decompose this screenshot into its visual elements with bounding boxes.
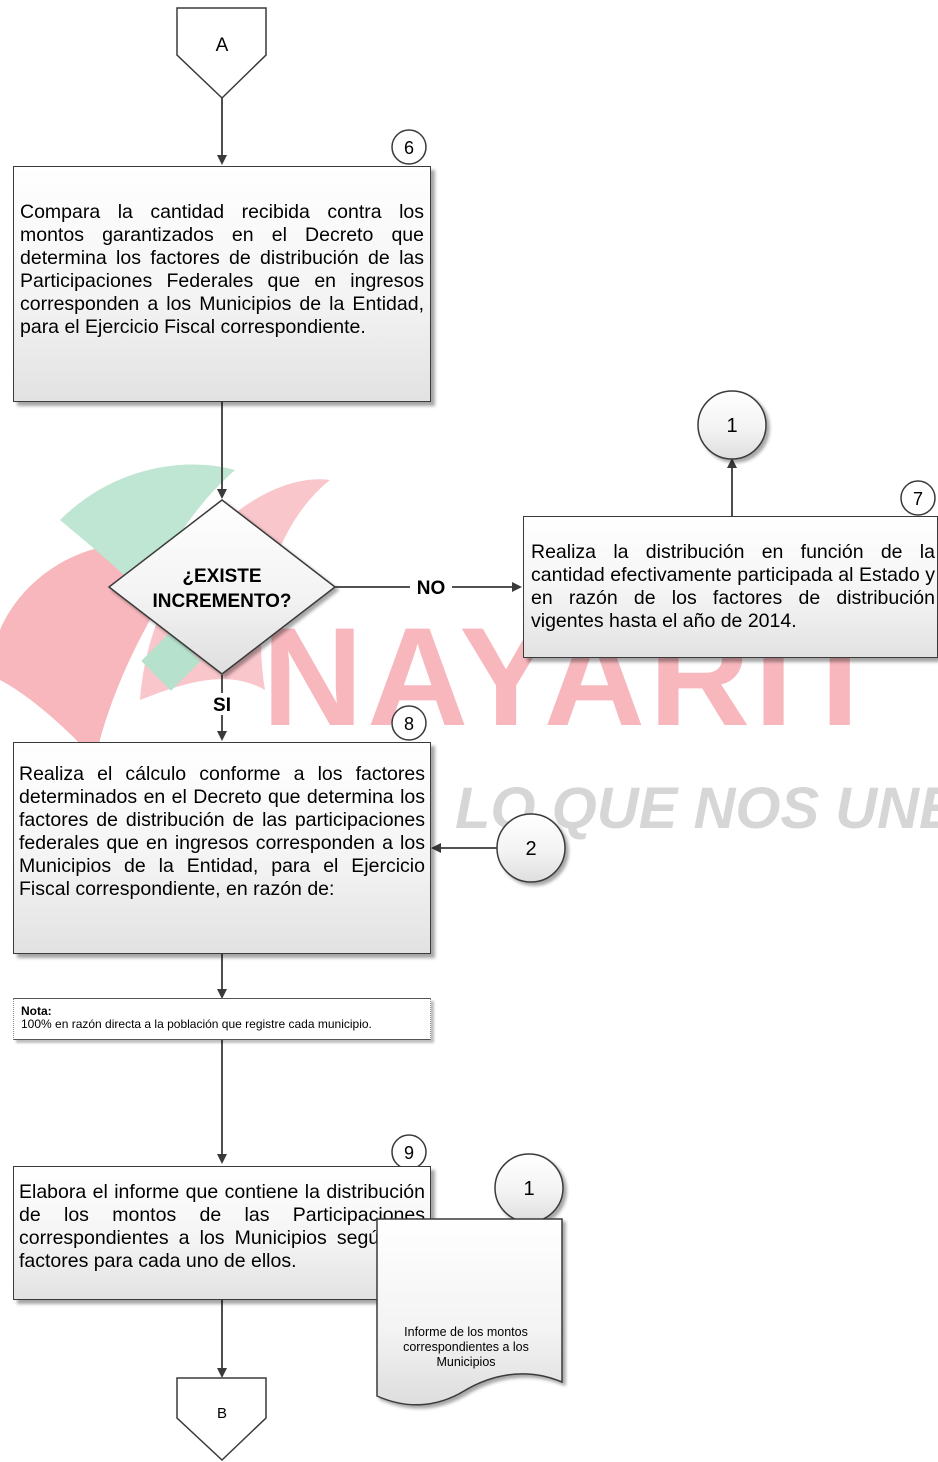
- step7-text: Realiza la distribución en función de la…: [531, 541, 935, 632]
- offpage-connector-a: A: [176, 7, 267, 100]
- watermark-green-shape: [60, 464, 235, 600]
- svg-text:6: 6: [404, 138, 414, 158]
- step-number-6: 6: [391, 129, 427, 165]
- step-number-7: 7: [900, 480, 936, 516]
- process-step-9: Elabora el informe que contiene la distr…: [13, 1166, 431, 1300]
- process-step-7: Realiza la distribución en función de la…: [523, 516, 938, 658]
- step6-text: Compara la cantidad recibida contra los …: [20, 201, 424, 338]
- connector-b-label: B: [217, 1405, 227, 1422]
- svg-text:1: 1: [523, 1178, 534, 1200]
- no-label-bg: [410, 576, 452, 598]
- process-step-6: Compara la cantidad recibida contra los …: [13, 166, 431, 402]
- connector-circle-1-top: 1: [697, 390, 767, 460]
- step9-text: Elabora el informe que contiene la distr…: [19, 1181, 425, 1272]
- document-text: Informe de los montos correspondientes a…: [403, 1325, 529, 1369]
- process-step-8: Realiza el cálculo conforme a los factor…: [13, 742, 431, 954]
- svg-text:2: 2: [525, 838, 536, 860]
- decision-no-label: NO: [417, 578, 446, 599]
- connector-circle-1-bottom: 1: [494, 1153, 564, 1223]
- svg-text:9: 9: [404, 1143, 414, 1163]
- note-body: 100% en razón directa a la población que…: [21, 1017, 372, 1031]
- svg-text:1: 1: [726, 415, 737, 437]
- note-title: Nota:: [21, 1004, 52, 1018]
- svg-text:7: 7: [913, 489, 923, 509]
- decision-diamond: ¿EXISTE INCREMENTO?: [107, 499, 337, 675]
- step-number-8: 8: [391, 705, 427, 741]
- step8-text: Realiza el cálculo conforme a los factor…: [19, 763, 425, 900]
- annotation-note: Nota: 100% en razón directa a la poblaci…: [13, 998, 431, 1040]
- svg-text:8: 8: [404, 714, 414, 734]
- si-label-bg: [208, 693, 238, 715]
- step-number-9: 9: [391, 1134, 427, 1170]
- offpage-connector-b: B: [176, 1377, 267, 1462]
- decision-question-line1: ¿EXISTE: [182, 566, 261, 587]
- decision-question-line2: INCREMENTO?: [153, 591, 292, 612]
- connector-circle-2: 2: [496, 813, 566, 883]
- connector-a-label: A: [216, 35, 229, 56]
- decision-si-label: SI: [213, 695, 231, 716]
- document-shape: [376, 1218, 563, 1406]
